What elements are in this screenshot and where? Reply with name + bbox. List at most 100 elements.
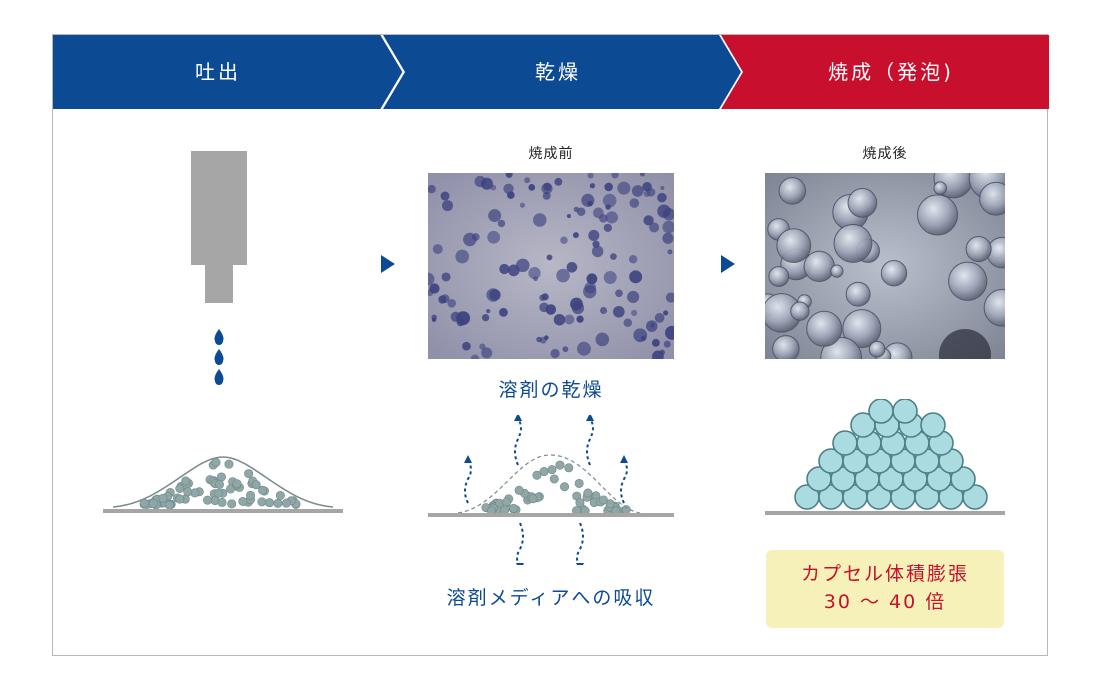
micro-bubble — [806, 310, 843, 347]
drying-illustration — [428, 415, 674, 565]
particle — [257, 497, 267, 507]
micro-particle — [441, 272, 451, 282]
flow-arrow-1 — [381, 255, 395, 273]
particle — [514, 485, 524, 495]
micro-particle — [497, 219, 506, 228]
expanded-capsule — [868, 399, 894, 424]
micro-particle — [519, 202, 526, 208]
micro-particle — [481, 313, 490, 322]
micro-particle — [432, 244, 443, 255]
micro-particle — [455, 249, 470, 264]
micro-particle — [654, 313, 665, 323]
micro-particle — [428, 184, 436, 194]
particle — [264, 498, 274, 508]
micro-particle — [490, 184, 497, 191]
micro-particle — [587, 200, 593, 207]
micro-particle — [663, 340, 671, 348]
micro-bubble — [983, 288, 1005, 327]
particle — [251, 480, 261, 490]
micro-particle — [610, 253, 617, 260]
micro-particle — [532, 213, 547, 227]
micro-particle — [663, 310, 669, 316]
micro-shadow — [939, 329, 991, 359]
micro-particle — [583, 284, 597, 299]
micro-particle — [542, 191, 551, 200]
micro-particle — [628, 255, 638, 264]
micro-particle — [442, 200, 454, 212]
evaporation-arrows — [464, 418, 628, 565]
micro-particle — [665, 325, 674, 340]
particle — [244, 469, 254, 479]
particle — [575, 498, 585, 508]
micro-particle — [633, 328, 648, 343]
discharge-illustration — [103, 151, 343, 513]
particle — [275, 490, 285, 500]
step-divider-1 — [380, 35, 404, 109]
mound-outline — [112, 456, 334, 508]
expanded-capsule — [832, 430, 858, 456]
micro-particle — [657, 204, 671, 218]
particle — [258, 485, 268, 495]
micro-particle — [631, 185, 644, 197]
micro-particle — [617, 181, 631, 195]
micro-particle — [528, 266, 541, 280]
micro-particle — [550, 348, 560, 359]
micro-particle — [447, 298, 457, 308]
expansion-title: カプセル体積膨張 — [800, 563, 969, 585]
particle — [238, 496, 248, 506]
nozzle-body — [191, 151, 247, 265]
particle — [500, 505, 510, 515]
particle — [217, 497, 227, 507]
arrow-heads — [464, 415, 628, 565]
micro-particle — [515, 258, 530, 273]
step-3-band — [721, 35, 1049, 109]
micro-particle — [553, 313, 566, 326]
evaporating-outline — [457, 454, 641, 514]
micro-particle — [546, 254, 553, 261]
micro-particle — [651, 338, 660, 347]
step-2-band — [383, 35, 741, 109]
substrate-line-3 — [765, 511, 1005, 515]
particle — [555, 460, 565, 470]
micro-particle — [560, 236, 568, 244]
micro-particle — [488, 209, 502, 223]
caption-after-firing: 焼成後 — [862, 146, 908, 162]
micro-particle — [474, 175, 486, 188]
expanded-capsule — [950, 466, 976, 492]
particle — [211, 457, 221, 467]
micro-bubble — [868, 340, 886, 358]
micro-particle — [499, 307, 508, 317]
micro-bubble — [768, 266, 790, 287]
micro-particle — [657, 192, 667, 203]
micro-particle — [615, 289, 623, 298]
droplet-1 — [214, 329, 224, 345]
micro-bubble — [880, 260, 908, 287]
micro-particle — [611, 173, 619, 179]
micro-bubble — [803, 250, 835, 283]
micro-particle — [556, 268, 570, 283]
particle — [547, 465, 557, 475]
micro-bubble — [965, 236, 992, 263]
particle-mound — [112, 456, 334, 510]
particle — [227, 499, 237, 509]
micro-particle — [564, 314, 575, 325]
micro-bubble — [778, 177, 807, 205]
particle — [181, 476, 191, 486]
micro-particle — [662, 232, 674, 244]
particle — [148, 498, 158, 508]
micro-particle — [591, 245, 604, 258]
expanded-capsule — [892, 399, 918, 424]
particle — [501, 497, 511, 507]
micro-particle — [539, 294, 546, 301]
particle — [175, 494, 185, 504]
micrograph-before-firing — [428, 173, 674, 359]
micro-particle — [470, 354, 480, 359]
label-media-absorption: 溶剤メディアへの吸収 — [446, 587, 656, 609]
micro-particle — [600, 307, 608, 315]
micro-particle — [576, 315, 584, 323]
micro-bubble — [830, 264, 844, 278]
expanded-capsule-pile — [765, 399, 1005, 515]
micro-particle — [589, 183, 596, 189]
micro-particle — [571, 301, 585, 315]
particle — [539, 467, 549, 477]
